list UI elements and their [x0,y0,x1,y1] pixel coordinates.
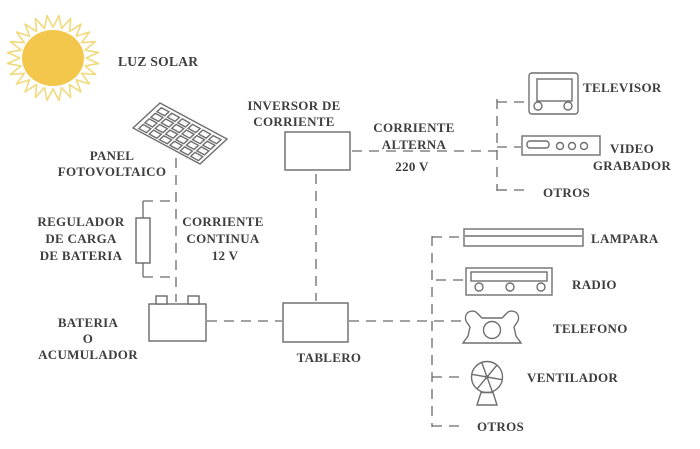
svg-text:220 V: 220 V [395,159,429,174]
svg-text:FOTOVOLTAICO: FOTOVOLTAICO [58,164,167,179]
svg-text:ALTERNA: ALTERNA [382,137,447,152]
otros-ac-label: OTROS [543,185,590,200]
svg-text:CORRIENTE: CORRIENTE [182,214,263,229]
luz-solar-label: LUZ SOLAR [118,54,198,69]
svg-text:12 V: 12 V [212,248,239,263]
sun-icon [6,14,100,102]
tablero-box [282,302,349,343]
battery-icon [148,295,207,342]
telefono-label: TELEFONO [553,321,628,336]
lamp-icon [463,228,584,247]
panel-label: PANEL FOTOVOLTAICO [58,148,167,179]
inverter-box [284,131,351,171]
lampara-label: LAMPARA [591,231,659,246]
corriente-alterna-label: CORRIENTE ALTERNA 220 V [373,120,454,174]
svg-text:DE BATERIA: DE BATERIA [40,248,123,263]
vcr-icon [521,135,601,156]
svg-text:BATERIA: BATERIA [58,315,119,330]
svg-text:ACUMULADOR: ACUMULADOR [38,347,138,362]
svg-text:O: O [83,331,93,346]
ventilador-label: VENTILADOR [527,370,618,385]
svg-text:GRABADOR: GRABADOR [593,158,672,173]
svg-text:PANEL: PANEL [90,148,135,163]
svg-text:CORRIENTE: CORRIENTE [373,120,454,135]
svg-text:CORRIENTE: CORRIENTE [253,114,334,129]
battery-label: BATERIA O ACUMULADOR [38,315,138,362]
regulator-label: REGULADOR DE CARGA DE BATERIA [37,214,125,263]
corriente-continua-label: CORRIENTE CONTINUA 12 V [182,214,263,263]
tv-icon [528,72,579,115]
video-grabador-label: VIDEO GRABADOR [593,141,672,173]
inverter-label: INVERSOR DE CORRIENTE [247,98,340,129]
regulator-icon [135,217,151,264]
radio-label: RADIO [572,277,617,292]
svg-text:VIDEO: VIDEO [610,141,654,156]
svg-text:INVERSOR DE: INVERSOR DE [247,98,340,113]
fan-icon [470,360,504,406]
radio-icon [465,267,553,296]
televisor-label: TELEVISOR [583,80,662,95]
phone-icon [461,310,523,344]
solar-panel-icon [131,102,229,165]
svg-text:CONTINUA: CONTINUA [186,231,259,246]
otros-dc-label: OTROS [477,419,524,434]
svg-text:REGULADOR: REGULADOR [37,214,125,229]
svg-text:DE CARGA: DE CARGA [45,231,117,246]
tablero-label: TABLERO [297,350,362,365]
